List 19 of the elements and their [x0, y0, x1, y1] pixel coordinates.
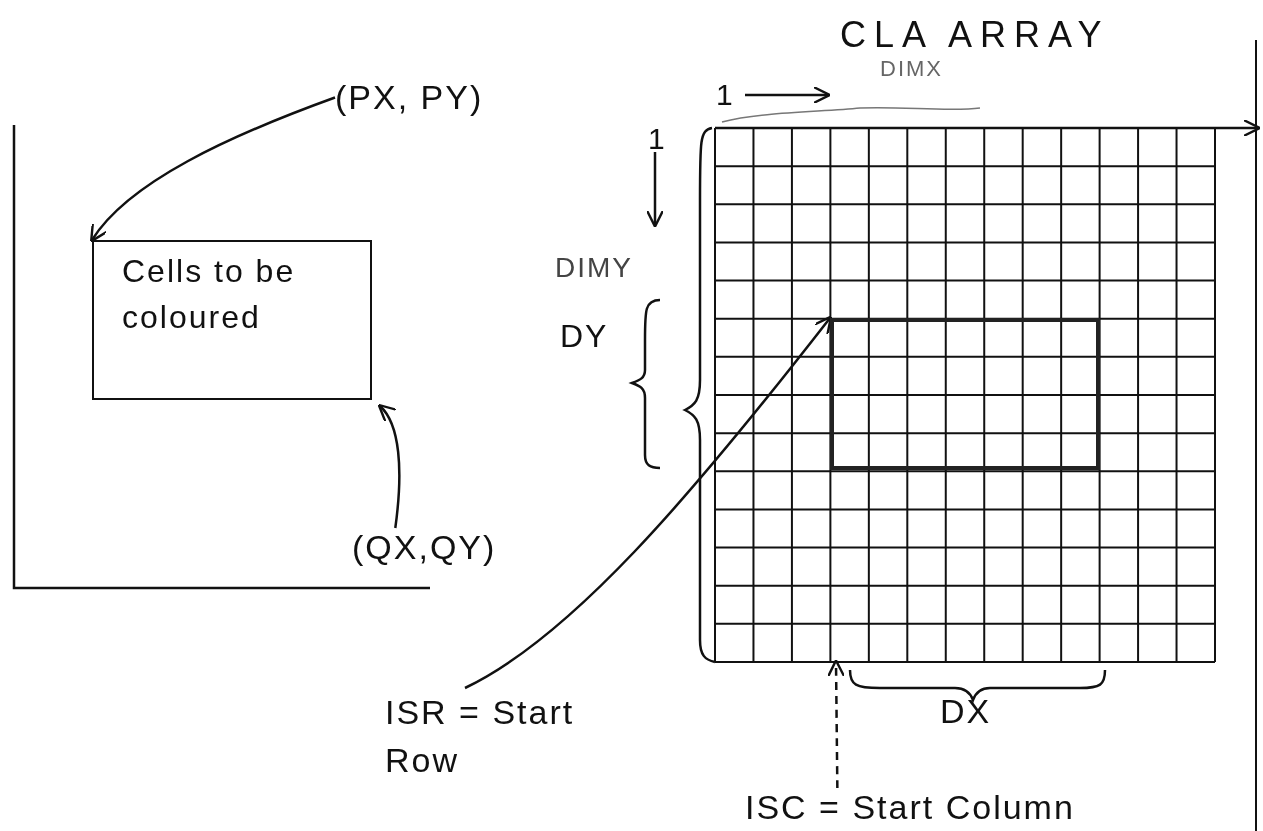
box-label: Cells to be coloured	[122, 252, 297, 337]
selection-box	[92, 240, 372, 400]
grid-drawing	[715, 128, 1215, 662]
note-text: ISR = Start Row	[385, 688, 585, 784]
arrow	[377, 403, 401, 529]
title: CLA ARRAY	[840, 14, 1110, 56]
index-label: 1	[716, 78, 735, 112]
dimension-label: DX	[940, 692, 992, 731]
coordinate-label: (PX, PY)	[335, 78, 484, 117]
dashed-arrow	[826, 659, 846, 788]
note-text: ISC = Start Column	[745, 788, 1075, 827]
highlighted-rectangle	[830, 318, 1100, 470]
index-label: 1	[648, 122, 667, 156]
dimension-label: DIMY	[555, 252, 633, 284]
arrow	[464, 315, 833, 690]
dimension-label: DIMX	[880, 56, 943, 82]
dimension-label: DY	[560, 318, 609, 355]
coordinate-label: (QX,QY)	[352, 528, 497, 567]
arrow	[89, 96, 336, 243]
